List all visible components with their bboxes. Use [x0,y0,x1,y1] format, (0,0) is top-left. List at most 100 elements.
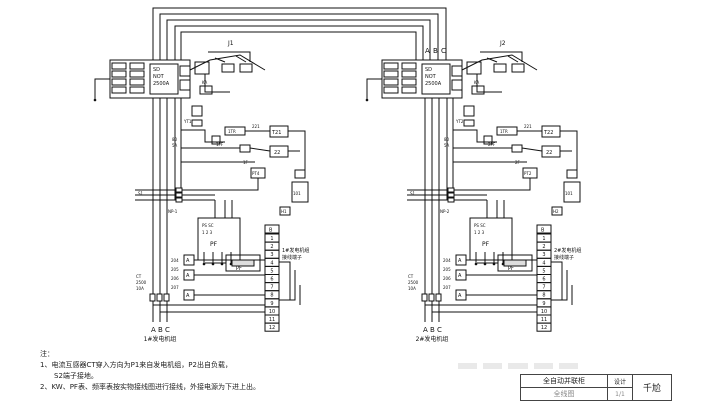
terminal-header-label: B [269,228,273,234]
watermark-strip [458,363,579,369]
switch-terminal [111,86,127,94]
terminal-number: 1 [270,236,273,242]
terminal-number: 7 [542,285,545,291]
terminal-number: 10 [269,309,275,315]
notes-block: 注： 1、电流互感器CT穿入方向为P1来自发电机组，P2出自负载， S2端子接地… [40,349,260,393]
indicator-box [551,206,563,216]
sub-relay-label: A [458,293,462,299]
terminal-header [264,224,280,234]
timer-relay [191,105,203,117]
indicator-label: H1 [281,209,287,214]
sub-relay-label: A [186,258,190,264]
pt-label: PT2 [524,171,532,176]
label-101: 101 [565,191,573,196]
switch-terminal [401,86,417,94]
relay-wire [189,54,266,71]
ct-core [428,293,435,302]
relay-label: J2 [499,40,506,47]
ct-rating-label: 2500 [136,280,147,285]
np-label: NP-2 [440,209,450,214]
switch-terminal [383,78,399,86]
label-206: 206 [171,276,179,281]
terminal-number: 3 [270,252,273,258]
side-box-1-label: T21 [271,130,281,136]
switch-aux-block [179,79,191,91]
timer-label: YT1 [183,119,192,124]
phase-label-a: A [423,326,428,334]
wire [288,130,306,170]
main-switch-body [421,63,451,95]
terminal-number: 11 [541,317,547,323]
terminal-note: 2#发电机组 [554,247,581,254]
label: 5A [172,143,178,148]
terminal-number: 12 [541,325,547,331]
switch-terminal [111,62,127,70]
ct-coil [447,192,455,198]
terminal-number: 8 [542,293,545,299]
label-pf: 1FF [216,142,224,147]
terminal-number: 1 [542,236,545,242]
ct-coil [175,197,183,203]
junction-dot [202,262,206,266]
main-switch-label: NOT [153,74,165,80]
panel-caption: 1#发电机组 [144,335,177,343]
ct-core [156,293,163,302]
aux-relay [471,85,485,95]
wire [551,270,568,301]
switch-aux-block [451,79,463,91]
ct-rating-label: CT [408,274,414,279]
fuse-holder [291,181,309,203]
label: 5A [444,143,450,148]
phase-label-a: A [151,326,156,334]
title-block: 全自动并联柜 设计 千尬 全线图 1/1 [520,374,672,401]
junction-dot [474,262,478,266]
label-pf: 2PF [488,142,496,147]
phase-label-b: B [430,326,435,334]
terminal-number: 10 [541,309,547,315]
terminal-note: 1#发电机组 [282,247,309,254]
switch-terminal [401,62,417,70]
ct-core [421,293,428,302]
contact-blade [486,57,498,63]
switch-terminal [129,70,145,78]
relay-label: J1 [227,40,234,47]
main-switch-body [149,63,179,95]
controller-label: PS SC [202,223,214,228]
main-switch-label: NOT [425,74,437,80]
main-switch-label: 2500A [153,81,170,87]
ct-core [149,293,156,302]
control-wire [204,74,230,93]
control-wire [249,147,271,152]
ct-coil [175,187,183,193]
label-101: 101 [293,191,301,196]
top-phase-label-b: B [433,47,438,55]
switch-terminal [111,70,127,78]
controller-label: PS SC [474,223,486,228]
title-block-subtitle: 全线图 [520,387,608,401]
notes-line-1: 1、电流互感器CT穿入方向为P1来自发电机组，P2出自负载， [40,361,232,369]
switch-terminal [383,62,399,70]
contact-blade [214,57,226,63]
contact-block [239,63,253,73]
terminal-note: 接线端子 [554,254,574,261]
sub-relay-label: A [186,293,190,299]
label-205: 205 [443,267,451,272]
control-wire [476,74,502,93]
control-wire [181,129,225,143]
switch-terminal [401,78,417,86]
ct-coil [447,187,455,193]
wire [487,178,531,191]
side-box-2-label: 22 [546,150,552,156]
controller-label: 1 2 3 [474,230,485,235]
main-switch-label: 2500A [425,81,442,87]
ct-rating-label: 2500 [408,280,419,285]
np-label: NP-1 [168,209,178,214]
terminal-number: 5 [542,268,545,274]
timer-contact [463,119,475,127]
meter-label: PF [236,266,242,272]
terminal-number: 5 [270,268,273,274]
terminal-number: 12 [269,325,275,331]
sub-relay-label: A [186,273,190,279]
small-relay [211,135,221,145]
